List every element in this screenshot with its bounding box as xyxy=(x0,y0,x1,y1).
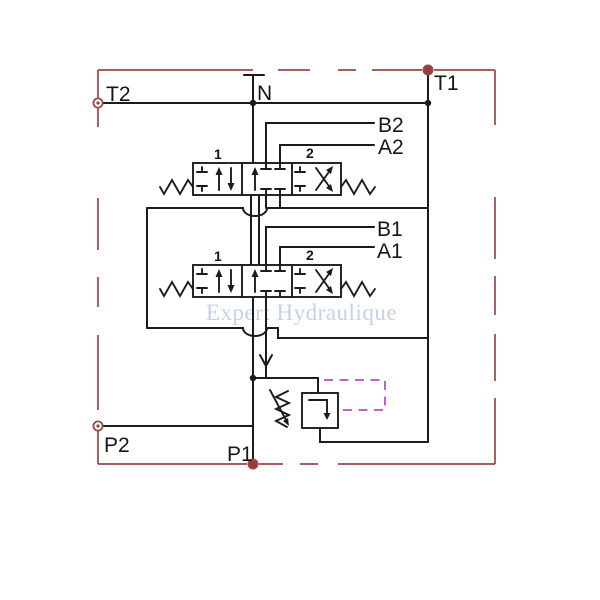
center-channel xyxy=(250,194,260,266)
spring-icon xyxy=(159,280,194,298)
arrowhead-icon xyxy=(251,269,259,277)
port-label-b1: B1 xyxy=(377,218,403,241)
blocked-port-icon xyxy=(196,166,208,192)
valve-position-label: 2 xyxy=(306,247,314,263)
arrowhead-icon xyxy=(326,184,333,192)
blocked-port-icon xyxy=(294,166,306,192)
boundary-ports xyxy=(92,64,434,470)
port-label-p1: P1 xyxy=(227,443,253,466)
relief-feed-line xyxy=(252,377,319,394)
port-circle-t2-center xyxy=(96,101,100,105)
arrowhead-icon xyxy=(283,418,289,426)
arrowhead-icon xyxy=(227,183,235,191)
valve-body xyxy=(192,162,342,196)
watermark-text: Expert Hydraulique xyxy=(206,300,397,325)
relief-flow-arrow xyxy=(308,399,328,415)
valve-position-label: 2 xyxy=(306,145,314,161)
spring-icon xyxy=(159,178,194,196)
cross-arrow xyxy=(315,167,332,191)
port-circle-p1 xyxy=(247,458,259,470)
port-circle-p2-center xyxy=(96,424,100,428)
pilot-line xyxy=(324,379,386,411)
port-label-t2: T2 xyxy=(106,83,131,106)
spring-icon xyxy=(340,178,376,196)
upper-valve-bottom-stubs xyxy=(265,194,281,209)
valve-dividers xyxy=(241,264,293,298)
blocked-port-icon xyxy=(196,268,208,294)
port-label-t1: T1 xyxy=(434,72,459,95)
adjustable-spring-icon xyxy=(273,390,292,428)
junction-dot xyxy=(249,374,257,382)
blocked-port-icon xyxy=(260,264,286,298)
arrowhead-icon xyxy=(326,286,333,294)
junction-dot xyxy=(249,99,257,107)
blocked-port-icon xyxy=(260,162,286,196)
arrowhead-icon xyxy=(323,413,331,420)
arrowhead-icon xyxy=(227,285,235,293)
directional-valve-lower xyxy=(159,264,376,298)
check-flow-chevron-icon xyxy=(259,354,273,367)
port-label-p2: P2 xyxy=(104,434,130,457)
valve-position-label: 1 xyxy=(214,146,222,162)
a1-line xyxy=(279,246,375,266)
arrowhead-icon xyxy=(326,268,333,276)
boundary-border xyxy=(97,69,496,465)
circuit-lines xyxy=(97,69,432,465)
port-label-a2: A2 xyxy=(378,136,404,159)
arrowhead-icon xyxy=(326,166,333,174)
cross-arrow xyxy=(315,269,332,293)
port-label-b2: B2 xyxy=(378,114,404,137)
port-label-n: N xyxy=(257,82,272,105)
b2-line xyxy=(265,122,375,164)
adjust-arrow xyxy=(269,389,287,421)
arrowhead-icon xyxy=(251,167,259,175)
relief-valve xyxy=(269,389,339,429)
bypass-bottom-line xyxy=(146,327,429,339)
port-circle-t1 xyxy=(422,64,434,76)
bypass-top-line xyxy=(146,207,429,217)
port-label-a1: A1 xyxy=(377,240,403,263)
junction-dot xyxy=(424,99,432,107)
directional-valve-upper xyxy=(159,162,376,196)
arrowhead-icon xyxy=(215,269,223,277)
a2-line xyxy=(279,144,375,164)
b1-line xyxy=(265,226,375,266)
relief-valve-body xyxy=(301,392,339,429)
valve-dividers xyxy=(241,162,293,196)
valve-body xyxy=(192,264,342,298)
arrowhead-icon xyxy=(215,167,223,175)
relief-outlet-line xyxy=(319,427,429,443)
blocked-port-icon xyxy=(294,268,306,294)
spring-icon xyxy=(340,280,376,298)
valve-position-label: 1 xyxy=(214,248,222,264)
